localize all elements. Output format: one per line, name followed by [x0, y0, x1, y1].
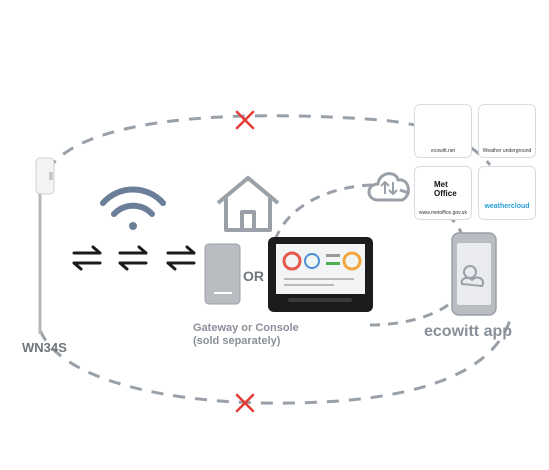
service-caption: www.metoffice.gov.uk: [419, 210, 467, 216]
outer-dashed-loop-bottom: [38, 319, 512, 405]
gateway-caption: Gateway or Console (sold separately): [193, 322, 299, 348]
service-card-wunderground[interactable]: Weather underground: [478, 104, 536, 158]
cross-icon: [235, 110, 255, 130]
service-card-metoffice[interactable]: Met Office www.metoffice.gov.uk: [414, 166, 472, 220]
bidirectional-arrow-icon: [166, 245, 196, 271]
bidirectional-arrow-icon: [72, 245, 102, 271]
metoffice-logo-text: Met Office: [434, 180, 457, 198]
app-label: ecowitt app: [424, 323, 513, 340]
service-card-ecowitt[interactable]: ecowitt.net: [414, 104, 472, 158]
service-caption: Weather underground: [482, 148, 532, 154]
wifi-icon: [100, 186, 166, 230]
phone-icon: [451, 232, 497, 316]
sensor-label: WN34S: [22, 340, 67, 355]
sensor-icon: [35, 157, 55, 334]
or-label: OR: [243, 268, 264, 284]
service-card-weathercloud[interactable]: weathercloud: [478, 166, 536, 220]
console-device: [268, 237, 373, 312]
cloud-icon: [367, 172, 410, 202]
inner-dashed-loop: [273, 183, 376, 241]
inner-dashed-loop-bottom: [369, 303, 449, 327]
weathercloud-logo-text: weathercloud: [484, 203, 530, 210]
bidirectional-arrow-icon: [118, 245, 148, 271]
gateway-device: [204, 243, 241, 305]
gateway-caption-line1: Gateway or Console: [193, 322, 299, 334]
cross-icon: [235, 393, 255, 413]
service-caption: ecowitt.net: [431, 148, 455, 154]
gateway-caption-line2: (sold separately): [193, 335, 281, 347]
home-icon: [216, 176, 280, 232]
